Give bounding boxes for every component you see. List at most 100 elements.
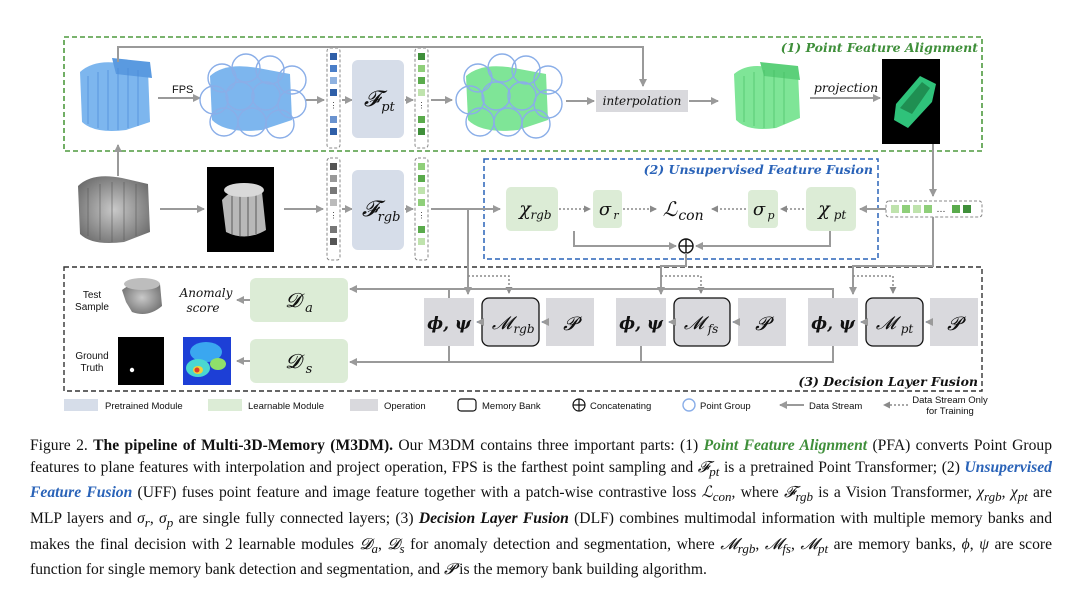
phi-psi-op-fs [616,298,666,346]
sigma-p-module [748,190,778,228]
l-con-label: ℒ [663,197,678,221]
caption-math-sub: pt [1017,489,1028,505]
arrow-skip-to-interpolation [117,46,647,87]
caption-text: (PFA) converts Point Group features to p… [30,437,1052,476]
d-s-module [250,339,348,383]
dlf-title: (3) Decision Layer Fusion [798,374,978,389]
pipeline-figure: (1) Point Feature Alignment (2) Unsuperv… [63,36,988,417]
collector-top [448,288,834,298]
pt-output-tokens: ⋮ [414,47,429,149]
legend-memory-bank: Memory Bank [482,401,541,412]
m-pt-sub: pt [901,322,914,336]
caption-text: are score function for single memory ban… [30,535,1053,579]
caption-math-sub: a [371,540,379,556]
caption-math-sub: rgb [737,540,756,556]
chi-pt-label: χ [816,198,831,220]
m-pt-label: 𝓜 [876,313,902,334]
caption-math-sub: fs [782,540,791,556]
caption-math-sub: r [144,515,150,531]
arrow-chi-rgb-to-concat [573,231,677,250]
legend-training-only-2: for Training [926,406,974,417]
m-fs-sub: fs [707,322,719,336]
pt-feature-tokens-horizontal: … [885,200,983,218]
caption-text: , [969,535,980,553]
projection-label: projection [814,80,878,95]
legend-concatenating: Concatenating [590,401,651,412]
f-rgb-sub: rgb [378,210,401,225]
legend-data-stream: Data Stream [809,401,862,412]
caption-math: 𝓜 [764,535,783,553]
caption-text: are memory banks, [828,535,962,553]
sigma-r-label: σ [599,199,612,220]
blue-point-cloud-icon [80,58,152,132]
caption-math: 𝓕 [783,484,796,502]
caption-pfa: Point Feature Alignment [703,437,868,454]
d-a-module [250,278,348,322]
fps-label: FPS [172,84,193,96]
caption-text: is the memory bank building algorithm. [455,561,707,579]
l-con-sub: con [678,208,703,224]
rgb-input-tokens: ⋮ [326,157,341,261]
ground-truth-mask-icon [118,337,164,385]
svg-text:⋮: ⋮ [330,211,338,220]
legend-point-group: Point Group [700,401,751,412]
pt-input-tokens: ⋮ [326,47,341,149]
chi-pt-module [806,187,856,231]
rgb-output-tokens: ⋮ [414,157,429,261]
f-pt-sub: pt [381,100,395,115]
chi-rgb-label: χ [517,198,532,220]
caption-math: ϕ [961,535,970,553]
caption-text: Our M3DM contains three important parts:… [393,437,704,454]
caption-math: χ [977,484,985,502]
caption-dlf: Decision Layer Fusion [418,510,569,527]
sigma-p-label: σ [753,199,766,220]
dlf-region [63,266,983,392]
uff-title: (2) Unsupervised Feature Fusion [644,162,873,177]
pfa-title: (1) Point Feature Alignment [781,40,979,55]
caption-math-sub: rgb [795,489,814,505]
caption-math-sub: s [399,540,405,556]
caption-math-sub: pt [709,463,720,479]
blue-point-groups-icon [199,53,307,139]
caption-text: , [378,535,388,553]
arrow-train-m-rgb [468,275,513,294]
caption-text: are single fully connected layers; (3) [173,510,419,527]
chi-rgb-sub: rgb [530,208,551,222]
caption-uff: Unsupervised Feature Fusion [30,458,1052,502]
caption-math: σ [159,510,167,527]
caption-text: is a pretrained Point Transformer; (2) [719,458,965,476]
caption-fig-label: Figure 2. [30,437,88,454]
caption-math: 𝓜 [720,535,738,553]
green-point-groups-icon [455,53,563,139]
caption-math: χ [1010,484,1018,502]
caption-math: ψ [979,535,989,553]
caption-math-sub: con [712,489,732,505]
caption-text: (UFF) fuses point feature and image feat… [132,484,702,502]
caption-math: ℒ [701,484,713,502]
caption-text: , [1001,484,1011,502]
caption-math-sub: p [166,515,174,531]
svg-text:⋮: ⋮ [330,101,338,110]
test-sample-icon [122,278,162,314]
p-op-rgb [546,298,594,346]
f-rgb-module [352,170,404,250]
arrow-train-m-fs [661,275,705,294]
caption-math-sub: rgb [984,489,1002,505]
projection-image-icon [882,59,940,144]
sigma-p-sub: p [767,209,774,222]
sigma-r-module [593,190,622,228]
legend-pretrained: Pretrained Module [105,401,183,412]
p-op-fs [738,298,786,346]
ground-truth-label-1: Ground [75,351,108,362]
phi-psi-op-rgb [424,298,474,346]
d-a-sub: a [305,301,313,316]
anomaly-heatmap-icon [183,337,231,385]
arrow-fused-to-dlf [657,253,687,295]
caption-title: The pipeline of Multi-3D-Memory (M3DM). [93,437,394,454]
legend-learnable: Learnable Module [248,401,324,412]
legend-memory-bank-swatch [457,398,477,412]
rgb-image-icon [207,167,274,252]
phi-psi-label-fs: ϕ, ψ [619,314,664,334]
caption-math: 𝓟 [444,561,456,579]
m-fs-label: 𝓜 [684,313,710,334]
